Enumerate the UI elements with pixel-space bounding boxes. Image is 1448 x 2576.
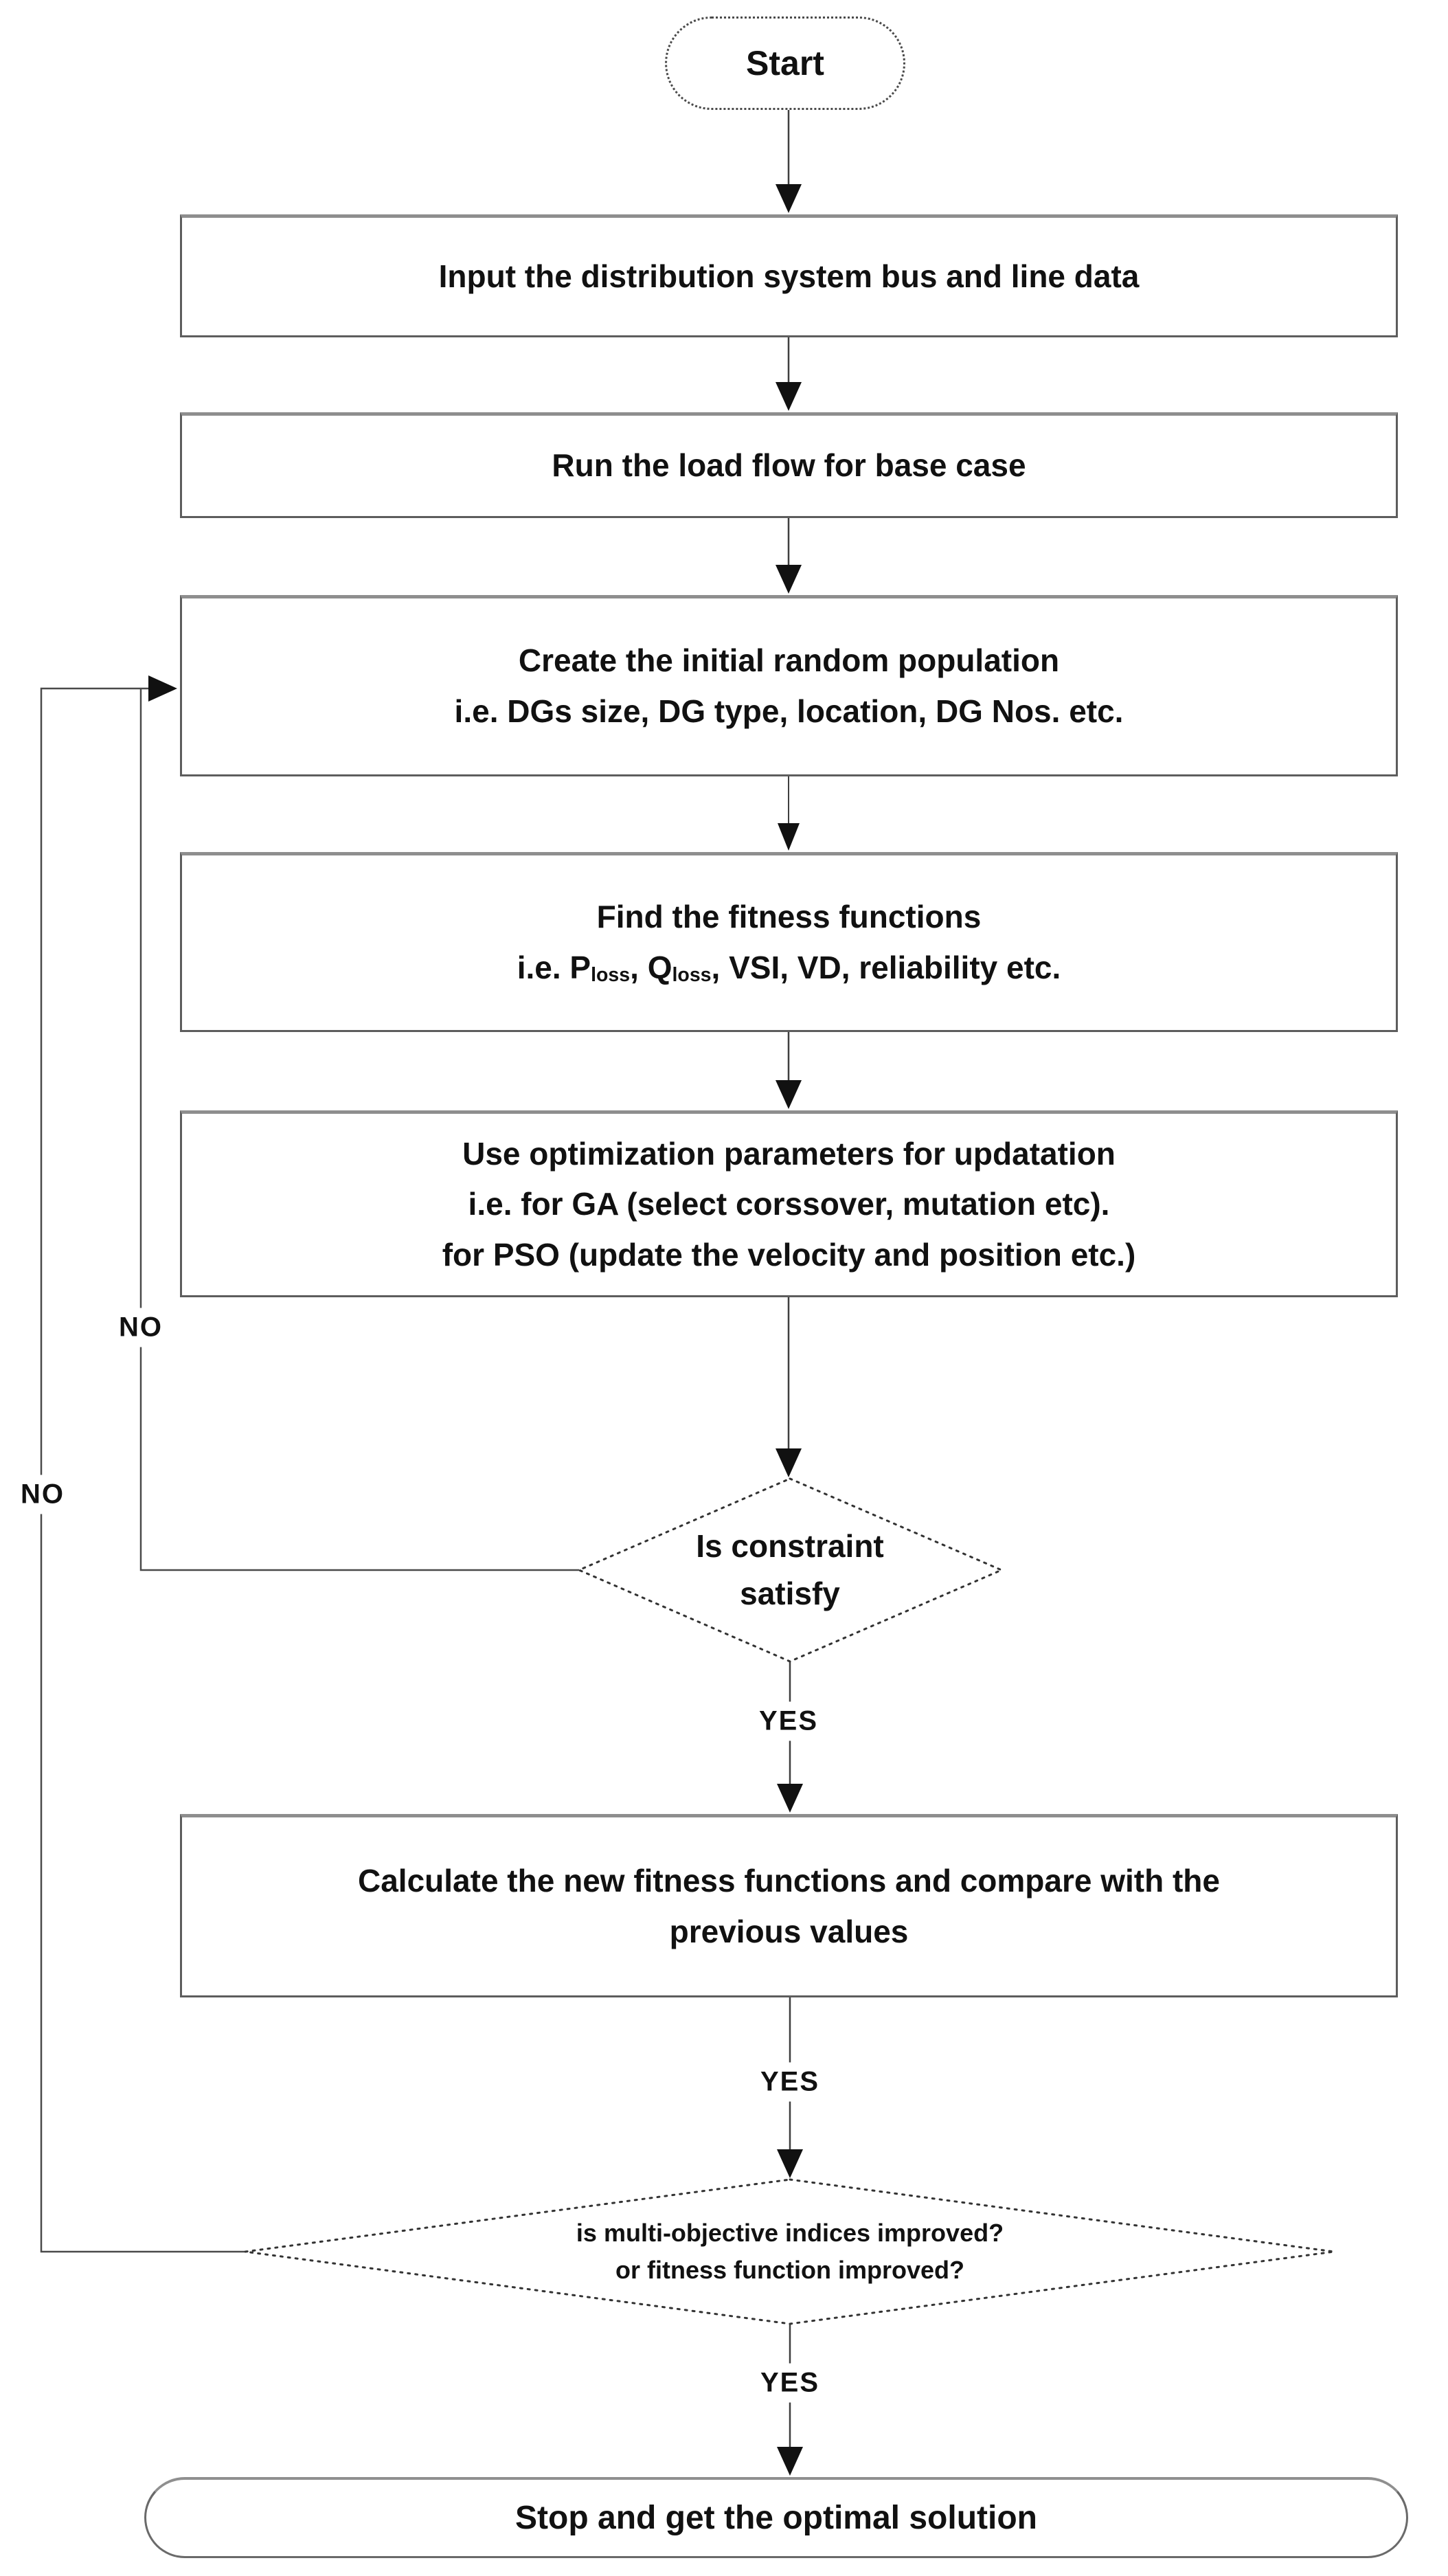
process-line: Calculate the new fitness functions and …	[358, 1862, 1220, 1899]
arrowhead-into-update	[776, 1080, 802, 1109]
decision-line: or fitness function improved?	[615, 2256, 965, 2284]
decision-diamond-constraint	[576, 1477, 1004, 1663]
fitness-text: , VSI, VD, reliability etc.	[711, 950, 1061, 985]
process-line: i.e. DGs size, DG type, location, DG Nos…	[454, 693, 1124, 729]
decision-line: is multi-objective indices improved?	[576, 2219, 1004, 2247]
stop-label: Stop and get the optimal solution	[515, 2500, 1037, 2536]
arrowhead-into-stop	[777, 2447, 803, 2476]
process-line: Input the distribution system bus and li…	[438, 258, 1140, 294]
start-terminator: Start	[665, 16, 905, 110]
arrowhead-into-input	[776, 184, 802, 213]
connector-no-improved-loop	[40, 687, 245, 2253]
process-line: Find the fitness functions	[596, 899, 982, 935]
connector-no-constraint-loop	[139, 688, 579, 1571]
arrowhead-into-calculate	[777, 1784, 803, 1813]
fitness-subscript: loss	[672, 963, 712, 986]
process-line: i.e. for GA (select corssover, mutation …	[468, 1186, 1110, 1222]
process-optimization-update: Use optimization parameters for updatati…	[180, 1110, 1398, 1297]
stop-terminator: Stop and get the optimal solution	[144, 2477, 1408, 2558]
edge-label-yes-improved: YES	[753, 2363, 827, 2403]
process-input-data: Input the distribution system bus and li…	[180, 214, 1398, 337]
process-initial-population: Create the initial random population i.e…	[180, 595, 1398, 776]
fitness-text: i.e. P	[517, 950, 591, 985]
arrowhead-into-loadflow	[776, 382, 802, 411]
process-load-flow: Run the load flow for base case	[180, 412, 1398, 518]
edge-label-no-constraint: NO	[112, 1308, 170, 1347]
decision-diamond-improved	[245, 2178, 1335, 2325]
process-line: i.e. Ploss, Qloss, VSI, VD, reliability …	[517, 943, 1061, 994]
edge-label-no-improved: NO	[14, 1475, 71, 1514]
edge-label-yes-constraint: YES	[751, 1701, 826, 1741]
decision-line: Is constraint	[696, 1528, 884, 1564]
process-fitness-functions: Find the fitness functions i.e. Ploss, Q…	[180, 852, 1398, 1032]
arrowhead-no-loop-into-population	[148, 675, 177, 702]
arrowhead-into-constraint	[776, 1448, 802, 1477]
process-line: Use optimization parameters for updatati…	[462, 1135, 1116, 1172]
process-line: for PSO (update the velocity and positio…	[442, 1236, 1136, 1273]
arrowhead-into-fitness	[778, 823, 800, 851]
decision-improved-label: is multi-objective indices improved? or …	[576, 2215, 1004, 2289]
process-line: Run the load flow for base case	[552, 447, 1026, 484]
process-line: Create the initial random population	[518, 642, 1060, 679]
arrowhead-into-population	[776, 565, 802, 594]
decision-line: satisfy	[740, 1576, 840, 1611]
edge-label-yes-calculate: YES	[753, 2062, 827, 2102]
arrowhead-into-improved	[777, 2149, 803, 2178]
decision-constraint-label: Is constraint satisfy	[696, 1523, 884, 1617]
start-label: Start	[746, 44, 824, 82]
fitness-text: , Q	[630, 950, 672, 985]
process-calculate-compare: Calculate the new fitness functions and …	[180, 1814, 1398, 1997]
process-line: previous values	[669, 1913, 909, 1949]
fitness-subscript: loss	[591, 963, 631, 986]
